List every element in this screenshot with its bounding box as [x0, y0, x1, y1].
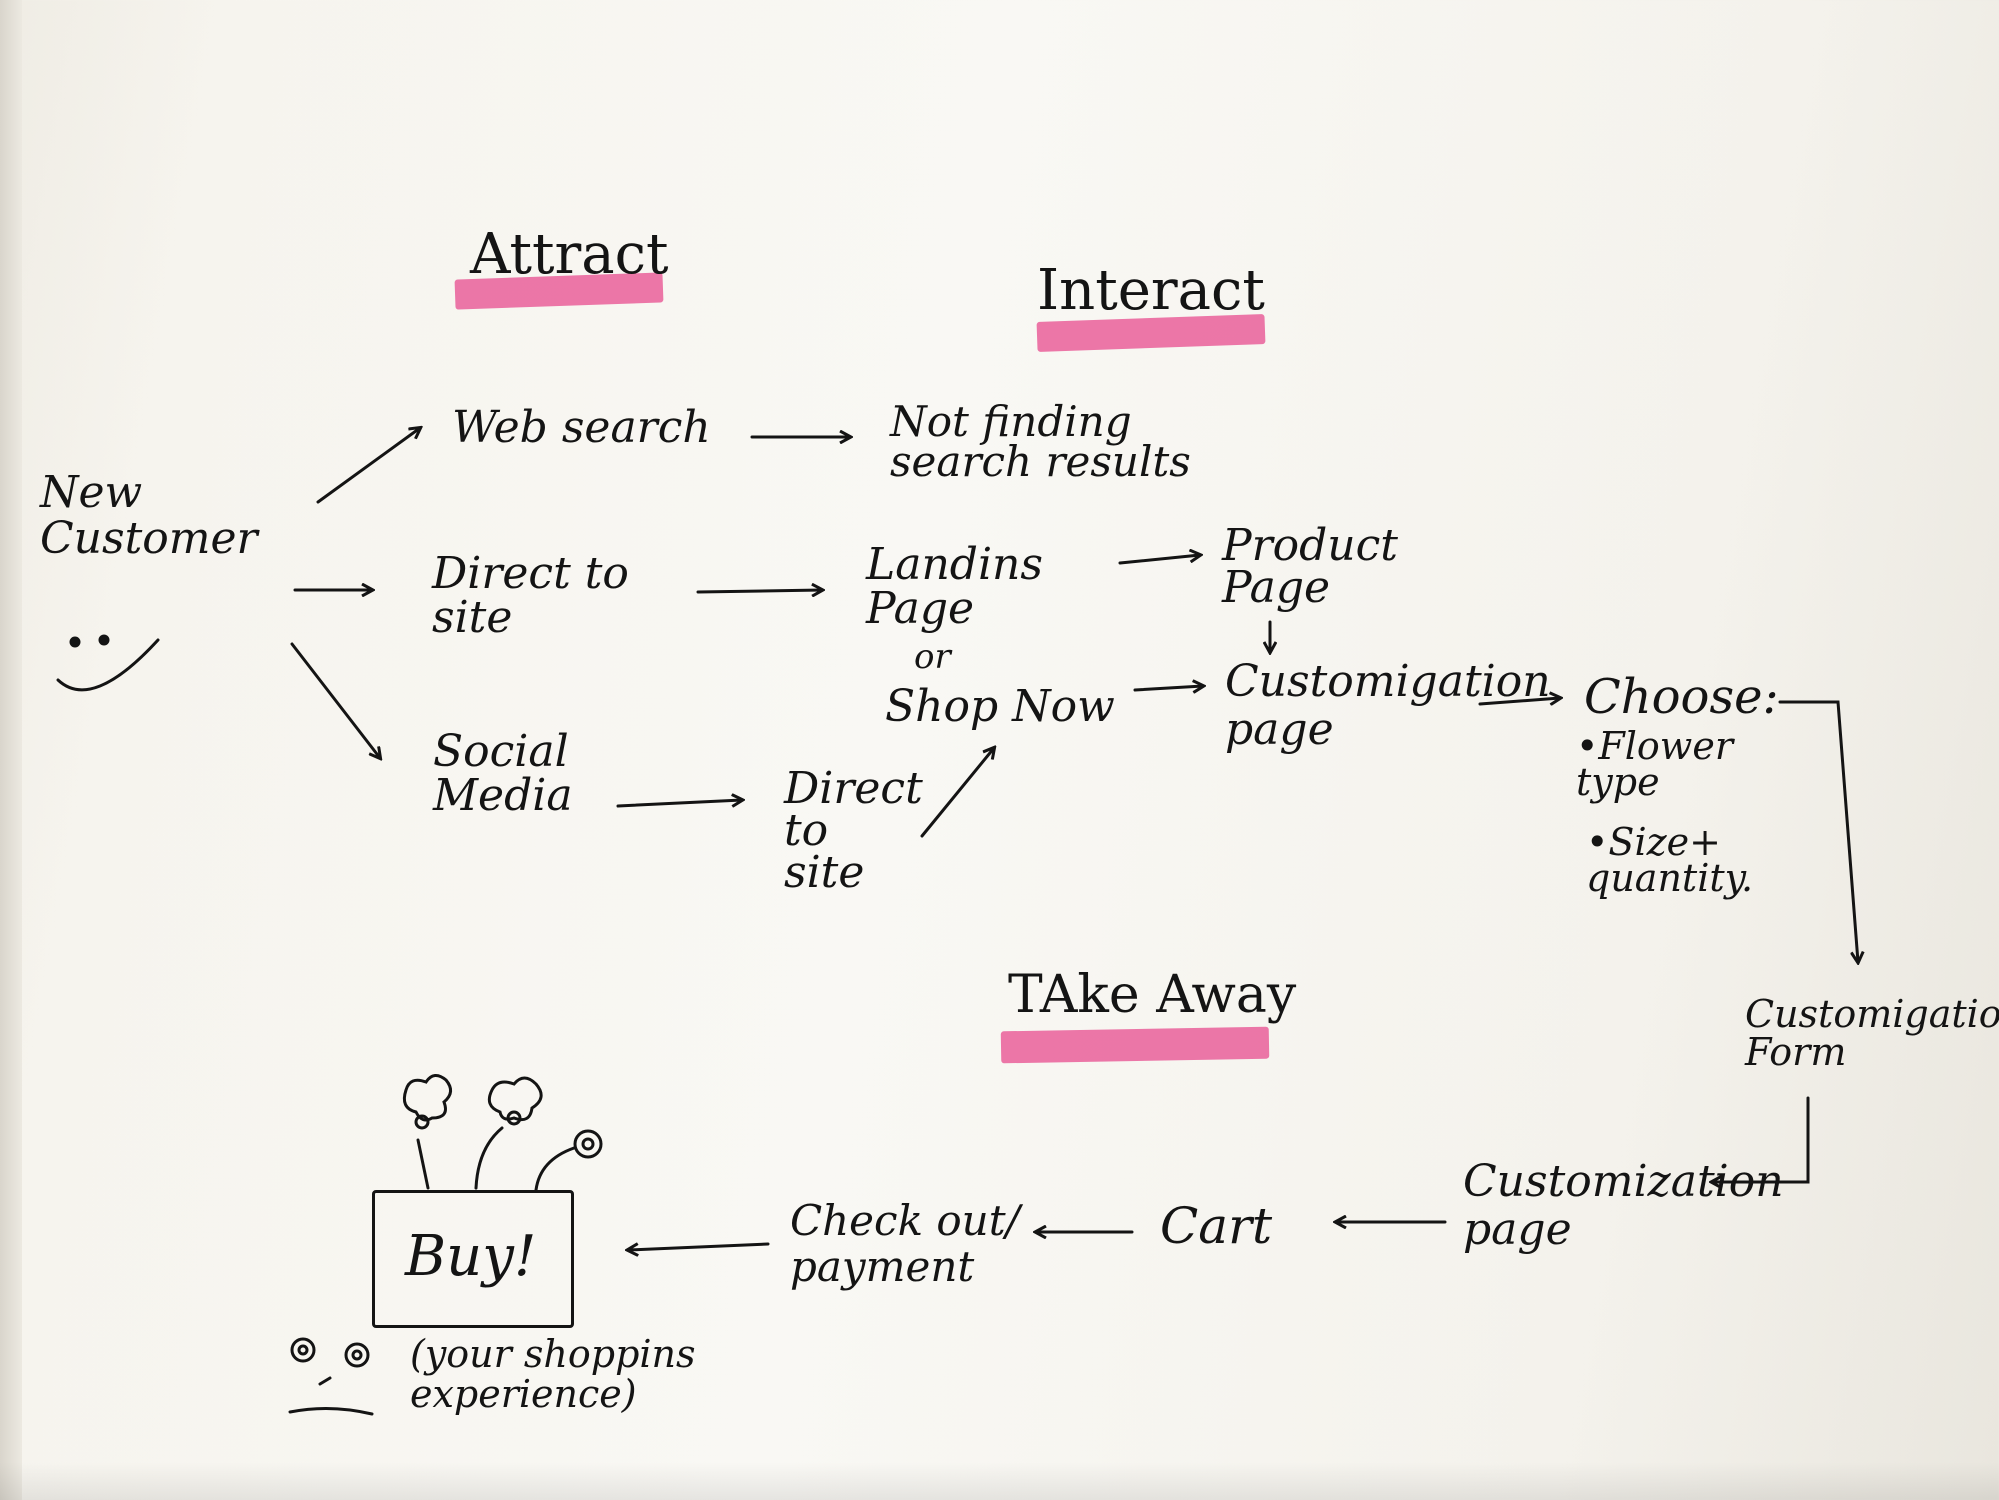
arrow-direct2-to-shopnow — [920, 748, 994, 838]
shop-now-node: Shop Now — [885, 681, 1115, 732]
arrow-to-social-media — [290, 642, 380, 758]
your-experience-note: (your shoppins experience) — [410, 1332, 696, 1416]
buy-box — [372, 1190, 574, 1328]
attract-heading: Attract — [470, 222, 669, 287]
arrow-shopnow-to-custom — [1133, 686, 1203, 690]
smiley-face-icon — [56, 634, 160, 692]
arrow-landing-to-product — [1118, 555, 1200, 565]
product-page-node: Product Page — [1222, 520, 1398, 613]
arrow-checkout-to-buy — [628, 1242, 770, 1250]
arrow-form-to-custom2 — [1712, 1096, 1810, 1182]
interact-heading: Interact — [1037, 258, 1265, 323]
arrow-custom-to-choose — [1478, 698, 1560, 704]
arrow-choose-to-form — [1778, 700, 1858, 962]
direct-to-site-node: Direct to site — [432, 548, 629, 643]
web-search-node: Web search — [452, 402, 711, 453]
arrow-to-web-search — [316, 428, 420, 504]
checkout-payment-node: Check out/ payment — [790, 1196, 1020, 1292]
flowers-icon — [402, 1074, 603, 1192]
landing-page-node: Landins Page — [866, 539, 1043, 634]
customization-form-node: Customigation Form — [1745, 992, 1999, 1074]
cart-node: Cart — [1160, 1197, 1273, 1255]
new-customer-node: New Customer — [40, 467, 258, 565]
customization-page-1-node: Customigation page — [1225, 656, 1551, 756]
choose-item-flower-type: •Flower type — [1576, 724, 1733, 805]
photo-shadow — [0, 1462, 1999, 1500]
direct-to-site-2-node: Direct to site — [784, 763, 923, 898]
social-media-node: Social Media — [433, 726, 573, 821]
takeaway-heading: TAke Away — [1008, 965, 1297, 1025]
paper-edge — [0, 0, 22, 1500]
or-label: or — [914, 637, 951, 677]
not-finding-node: Not finding search results — [890, 397, 1191, 486]
choose-node: Choose: — [1584, 669, 1779, 725]
arrow-social-to-direct — [616, 800, 742, 806]
worried-face-icon — [288, 1337, 374, 1416]
arrow-direct-to-landing — [696, 590, 822, 592]
choose-item-size-quantity: •Size+ quantity. — [1586, 820, 1754, 901]
buy-label: Buy! — [405, 1224, 537, 1289]
